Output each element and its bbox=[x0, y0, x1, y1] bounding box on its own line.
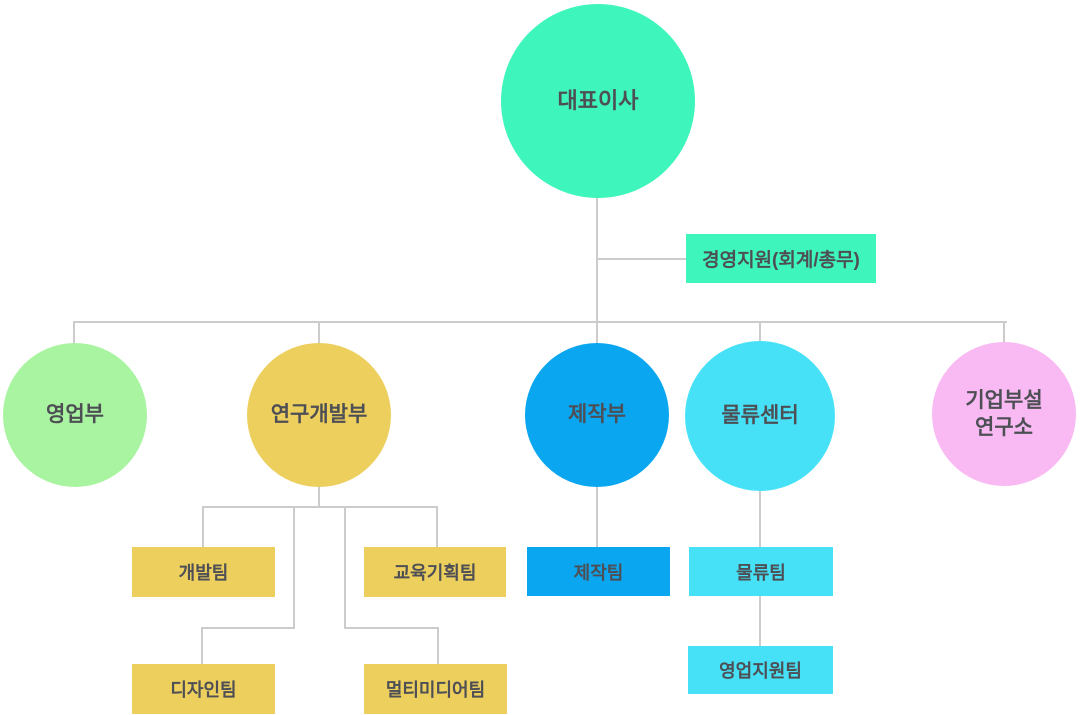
dev-team-node: 개발팀 bbox=[132, 547, 275, 597]
design-team-node: 디자인팀 bbox=[132, 664, 275, 714]
production-team-label: 제작팀 bbox=[573, 562, 624, 583]
logistics-dept-node: 물류센터 bbox=[685, 341, 835, 491]
production-team-node: 제작팀 bbox=[527, 547, 670, 596]
logistics-team-label: 물류팀 bbox=[736, 562, 786, 583]
dev-team-label: 개발팀 bbox=[178, 563, 229, 583]
multimedia-team-node: 멀티미디어팀 bbox=[364, 664, 507, 714]
edu-planning-team-label: 교육기획팀 bbox=[393, 563, 477, 583]
connector-mid-right bbox=[344, 507, 346, 629]
connector-drop-logistics bbox=[759, 322, 761, 343]
connector-rnd-horizontal bbox=[202, 506, 438, 508]
sales-support-team-node: 영업지원팀 bbox=[688, 646, 833, 694]
multimedia-team-label: 멀티미디어팀 bbox=[385, 680, 486, 700]
connector-main-horizontal bbox=[73, 321, 1007, 323]
production-dept-node: 제작부 bbox=[525, 343, 669, 487]
sales-support-team-label: 영업지원팀 bbox=[719, 661, 802, 681]
edu-planning-team-node: 교육기획팀 bbox=[364, 547, 506, 597]
management-support-node: 경영지원(회계/총무) bbox=[686, 234, 876, 283]
connector-ceo-stem bbox=[596, 150, 598, 345]
connector-drop-edu bbox=[436, 507, 438, 549]
connector-staff-branch bbox=[596, 258, 687, 260]
logistics-dept-label: 물류센터 bbox=[721, 404, 799, 428]
connector-logistics-drop2 bbox=[759, 590, 761, 647]
research-institute-node: 기업부설 연구소 bbox=[932, 342, 1076, 486]
connector-production-stem bbox=[596, 450, 598, 548]
ceo-label: 대표이사 bbox=[557, 87, 639, 113]
sales-dept-label: 영업부 bbox=[46, 403, 104, 427]
ceo-node: 대표이사 bbox=[501, 4, 695, 198]
connector-h2-left bbox=[201, 627, 295, 629]
management-support-label: 경영지원(회계/총무) bbox=[702, 250, 860, 271]
production-dept-label: 제작부 bbox=[568, 403, 626, 427]
connector-drop-multimedia bbox=[437, 628, 439, 666]
rnd-dept-node: 연구개발부 bbox=[247, 343, 391, 487]
connector-drop-dev bbox=[202, 507, 204, 549]
logistics-team-node: 물류팀 bbox=[689, 547, 833, 596]
connector-drop-design bbox=[201, 628, 203, 666]
sales-dept-node: 영업부 bbox=[3, 343, 147, 487]
connector-logistics-stem bbox=[759, 450, 761, 548]
connector-drop-rnd bbox=[318, 322, 320, 345]
connector-drop-institute bbox=[1003, 322, 1005, 343]
design-team-label: 디자인팀 bbox=[170, 680, 237, 700]
connector-h2-right bbox=[344, 627, 439, 629]
rnd-dept-label: 연구개발부 bbox=[270, 403, 368, 427]
research-institute-label: 기업부설 연구소 bbox=[965, 388, 1043, 439]
connector-mid-left bbox=[293, 507, 295, 629]
connector-drop-sales bbox=[73, 322, 75, 345]
